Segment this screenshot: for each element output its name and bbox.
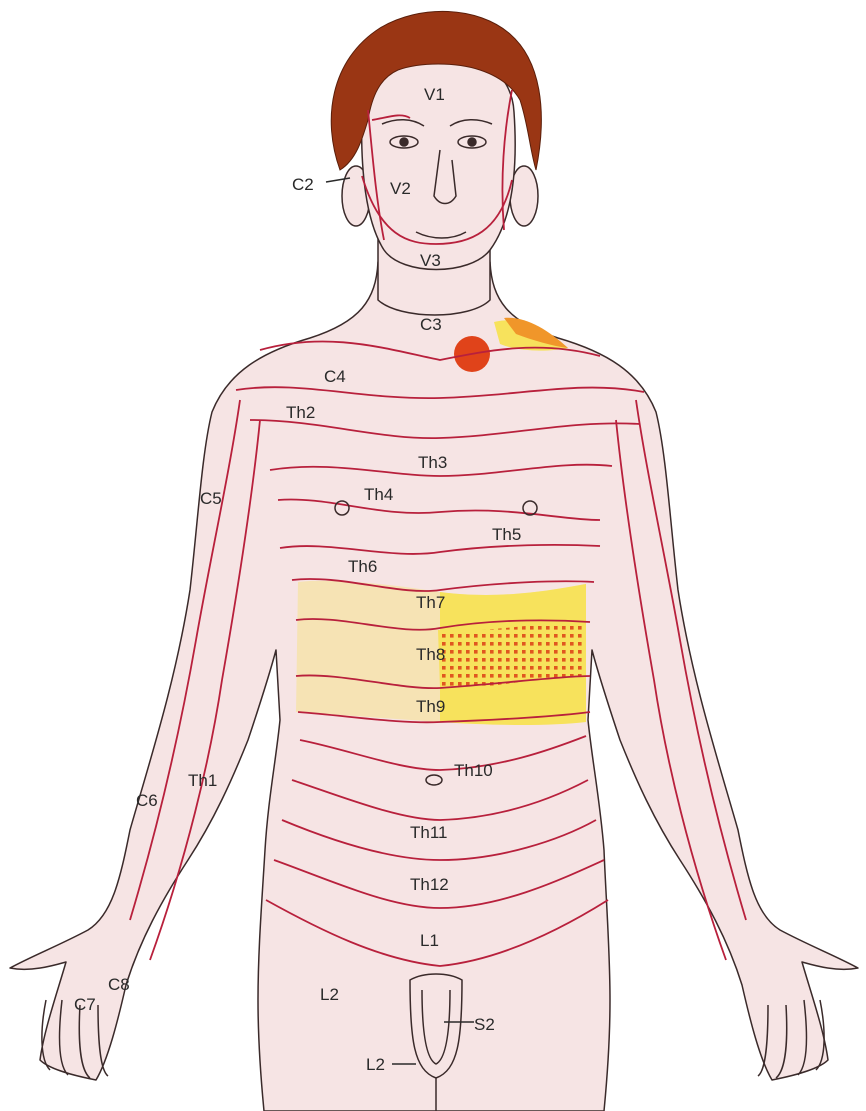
label-th1: Th1 xyxy=(188,771,217,790)
right-pupil xyxy=(468,138,476,146)
label-c7: C7 xyxy=(74,995,96,1014)
label-th3: Th3 xyxy=(418,453,447,472)
label-l2-genital: L2 xyxy=(366,1055,385,1074)
label-c8: C8 xyxy=(108,975,130,994)
label-th5: Th5 xyxy=(492,525,521,544)
label-th7: Th7 xyxy=(416,593,445,612)
label-l2-thigh: L2 xyxy=(320,985,339,1004)
label-s2: S2 xyxy=(474,1015,495,1034)
label-th9: Th9 xyxy=(416,697,445,716)
label-th6: Th6 xyxy=(348,557,377,576)
label-th12: Th12 xyxy=(410,875,449,894)
label-th10: Th10 xyxy=(454,761,493,780)
label-c3: C3 xyxy=(420,315,442,334)
label-th2: Th2 xyxy=(286,403,315,422)
label-th11: Th11 xyxy=(410,823,448,842)
left-pupil xyxy=(400,138,408,146)
label-v3: V3 xyxy=(420,251,441,270)
label-th4: Th4 xyxy=(364,485,393,504)
label-v2: V2 xyxy=(390,179,411,198)
label-c2-side: C2 xyxy=(292,175,314,194)
label-v1: V1 xyxy=(424,85,445,104)
label-c5: C5 xyxy=(200,489,222,508)
label-th8: Th8 xyxy=(416,645,445,664)
label-l1: L1 xyxy=(420,931,439,950)
label-c6: C6 xyxy=(136,791,158,810)
label-c4: C4 xyxy=(324,367,346,386)
